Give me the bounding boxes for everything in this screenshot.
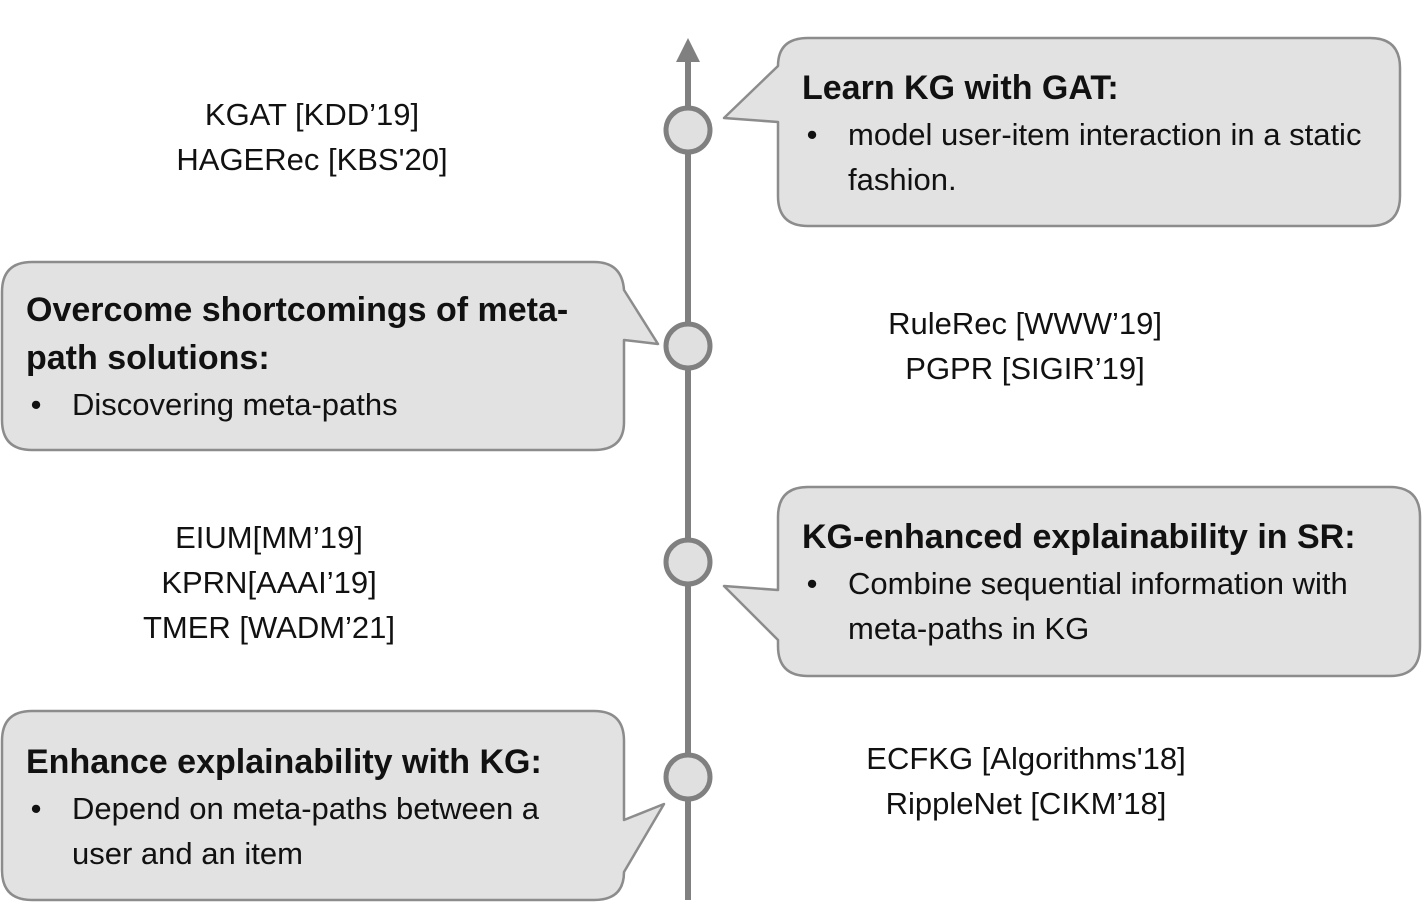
reference-item: ECFKG [Algorithms'18] bbox=[866, 741, 1186, 776]
timeline-arrowhead bbox=[676, 38, 700, 62]
callout-bullet-item: • model user-item interaction in a stati… bbox=[802, 112, 1382, 202]
timeline-node-gat bbox=[663, 105, 713, 155]
reference-list-kg: ECFKG [Algorithms'18] RippleNet [CIKM’18… bbox=[826, 736, 1226, 826]
callout-bubble-kg bbox=[0, 709, 666, 902]
callout-meta-path: Overcome shortcomings of meta-path solut… bbox=[26, 286, 606, 427]
callout-bubble-sr bbox=[722, 485, 1422, 678]
callout-bullet-item: • Depend on meta-paths between a user an… bbox=[26, 786, 606, 876]
timeline-node-sr bbox=[663, 537, 713, 587]
callout-bullet-text: Combine sequential information with meta… bbox=[848, 566, 1348, 646]
bullet-icon: • bbox=[806, 117, 818, 152]
callout-bubble-gat bbox=[722, 36, 1402, 228]
bullet-icon: • bbox=[806, 566, 818, 601]
callout-bullet-text: model user-item interaction in a static … bbox=[848, 117, 1362, 197]
reference-item: HAGERec [KBS'20] bbox=[176, 142, 448, 177]
callout-title: Enhance explainability with KG: bbox=[26, 743, 542, 781]
callout-gat: Learn KG with GAT: • model user-item int… bbox=[802, 64, 1382, 202]
reference-item: TMER [WADM’21] bbox=[142, 610, 396, 645]
reference-list-sr: EIUM[MM’19] KPRN[AAAI’19] TMER [WADM’21] bbox=[69, 515, 469, 650]
callout-bubble-meta-path bbox=[0, 260, 660, 452]
reference-item: PGPR [SIGIR’19] bbox=[905, 351, 1145, 386]
callout-title: Overcome shortcomings of meta-path solut… bbox=[26, 291, 569, 377]
callout-title: KG-enhanced explainability in SR: bbox=[802, 518, 1356, 556]
reference-item: KPRN[AAAI’19] bbox=[161, 565, 377, 600]
reference-item: EIUM[MM’19] bbox=[175, 520, 363, 555]
timeline-node-meta-path bbox=[663, 321, 713, 371]
callout-bullet-text: Depend on meta-paths between a user and … bbox=[72, 791, 540, 871]
bullet-icon: • bbox=[30, 387, 42, 422]
timeline-node-kg bbox=[663, 752, 713, 802]
reference-list-meta-path: RuleRec [WWW’19] PGPR [SIGIR’19] bbox=[825, 301, 1225, 391]
bullet-icon: • bbox=[30, 791, 42, 826]
callout-bullet-item: • Discovering meta-paths bbox=[26, 382, 606, 427]
callout-kg: Enhance explainability with KG: • Depend… bbox=[26, 738, 606, 876]
callout-title: Learn KG with GAT: bbox=[802, 69, 1119, 107]
reference-item: KGAT [KDD’19] bbox=[204, 97, 420, 132]
reference-item: RippleNet [CIKM’18] bbox=[885, 786, 1167, 821]
callout-bullet-text: Discovering meta-paths bbox=[72, 387, 398, 422]
reference-item: RuleRec [WWW’19] bbox=[888, 306, 1162, 341]
callout-bullet-item: • Combine sequential information with me… bbox=[802, 561, 1382, 651]
callout-sr: KG-enhanced explainability in SR: • Comb… bbox=[802, 513, 1382, 651]
reference-list-gat: KGAT [KDD’19] HAGERec [KBS'20] bbox=[112, 92, 512, 182]
